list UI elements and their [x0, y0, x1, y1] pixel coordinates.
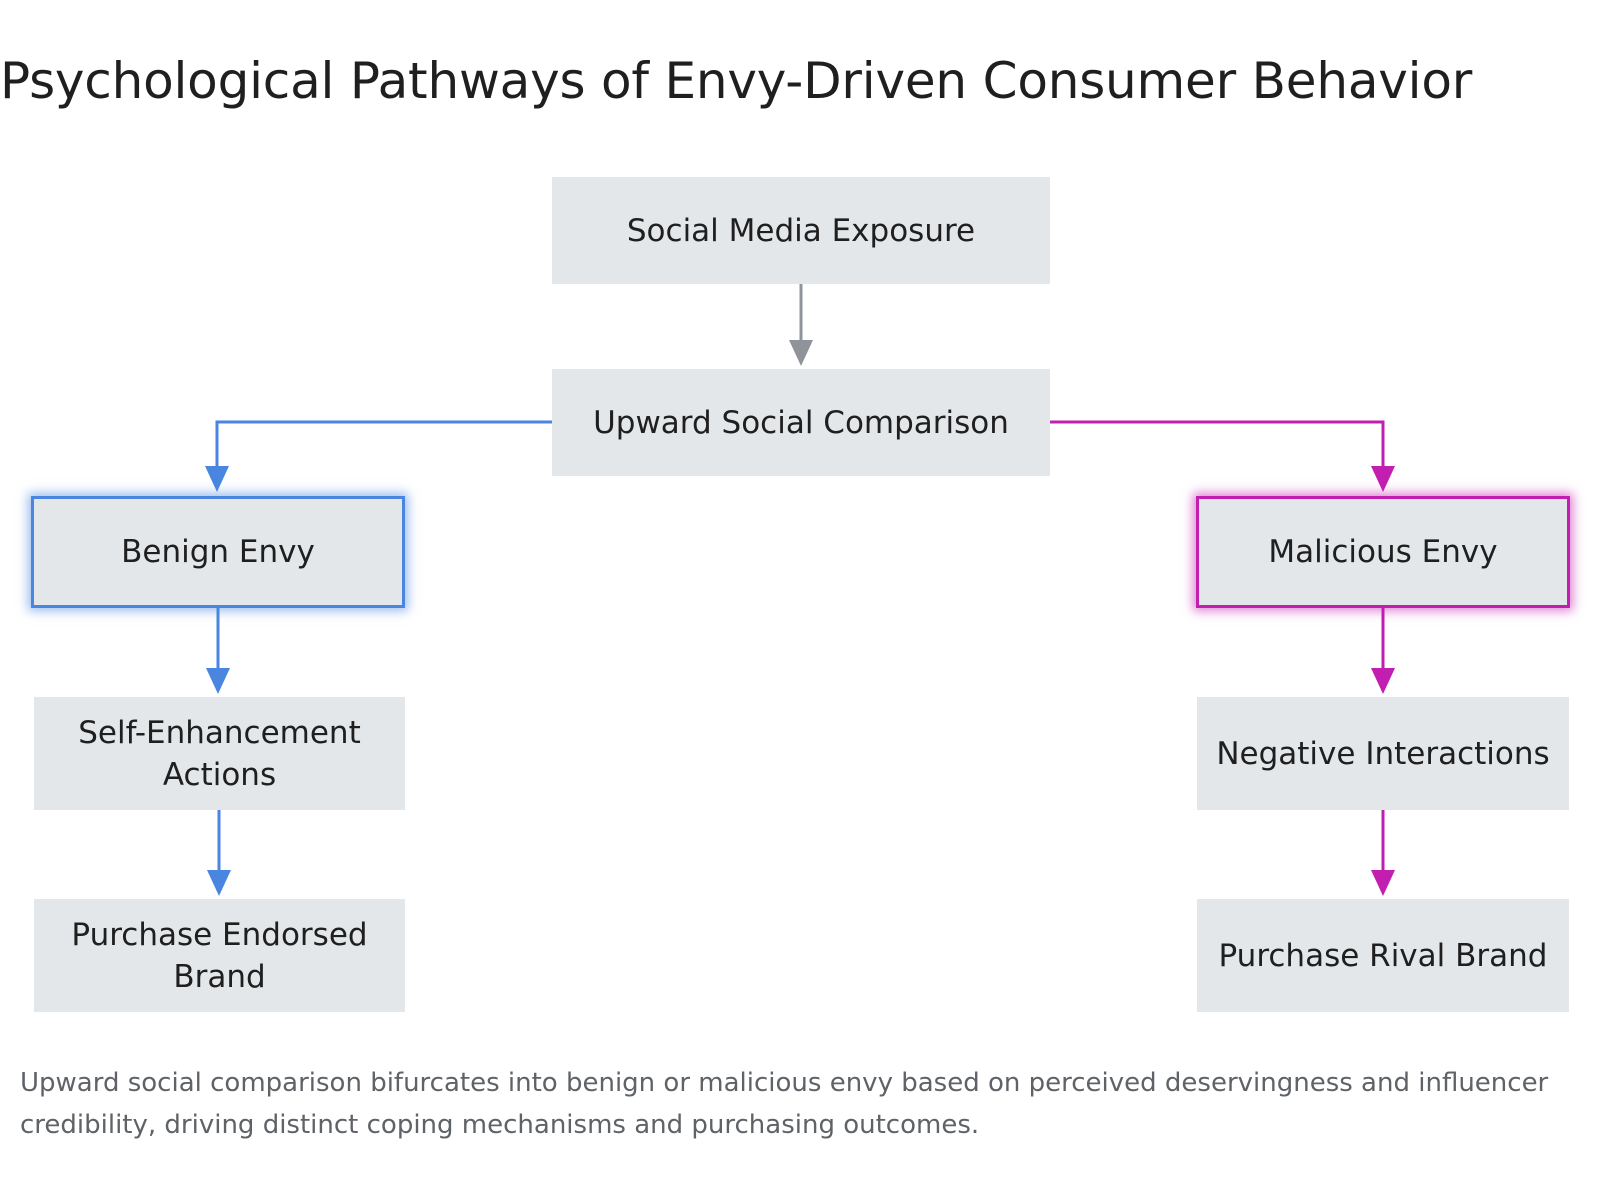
node-purchase-rival-brand: Purchase Rival Brand	[1197, 899, 1569, 1012]
edge-comparison-to-malicious-envy	[1050, 420, 1395, 492]
edge-exposure-to-comparison	[789, 284, 813, 366]
edge-comparison-to-benign-envy	[205, 420, 552, 492]
node-label: Purchase Rival Brand	[1218, 937, 1548, 974]
edge-malicious-envy-to-negative-interactions	[1371, 608, 1395, 694]
node-label: Self-Enhancement Actions	[78, 714, 361, 793]
node-purchase-endorsed-brand: Purchase Endorsed Brand	[34, 899, 405, 1012]
node-self-enhancement-actions: Self-Enhancement Actions	[34, 697, 405, 810]
diagram-title: Psychological Pathways of Envy-Driven Co…	[0, 52, 1473, 110]
node-malicious-envy: Malicious Envy	[1196, 496, 1570, 608]
node-label: Benign Envy	[121, 534, 315, 570]
node-label: Negative Interactions	[1216, 735, 1550, 772]
edge-negative-interactions-to-purchase-rival	[1371, 810, 1395, 896]
diagram-caption: Upward social comparison bifurcates into…	[20, 1068, 1549, 1140]
edge-benign-envy-to-self-enhancement	[206, 608, 230, 694]
node-benign-envy: Benign Envy	[31, 496, 405, 608]
node-label: Social Media Exposure	[626, 212, 976, 249]
node-label: Upward Social Comparison	[593, 404, 1009, 441]
edge-self-enhancement-to-purchase-endorsed	[207, 810, 231, 896]
node-label: Purchase Endorsed Brand	[71, 916, 368, 995]
node-upward-social-comparison: Upward Social Comparison	[552, 369, 1050, 476]
node-negative-interactions: Negative Interactions	[1197, 697, 1569, 810]
node-label: Malicious Envy	[1268, 534, 1498, 570]
node-social-media-exposure: Social Media Exposure	[552, 177, 1050, 284]
